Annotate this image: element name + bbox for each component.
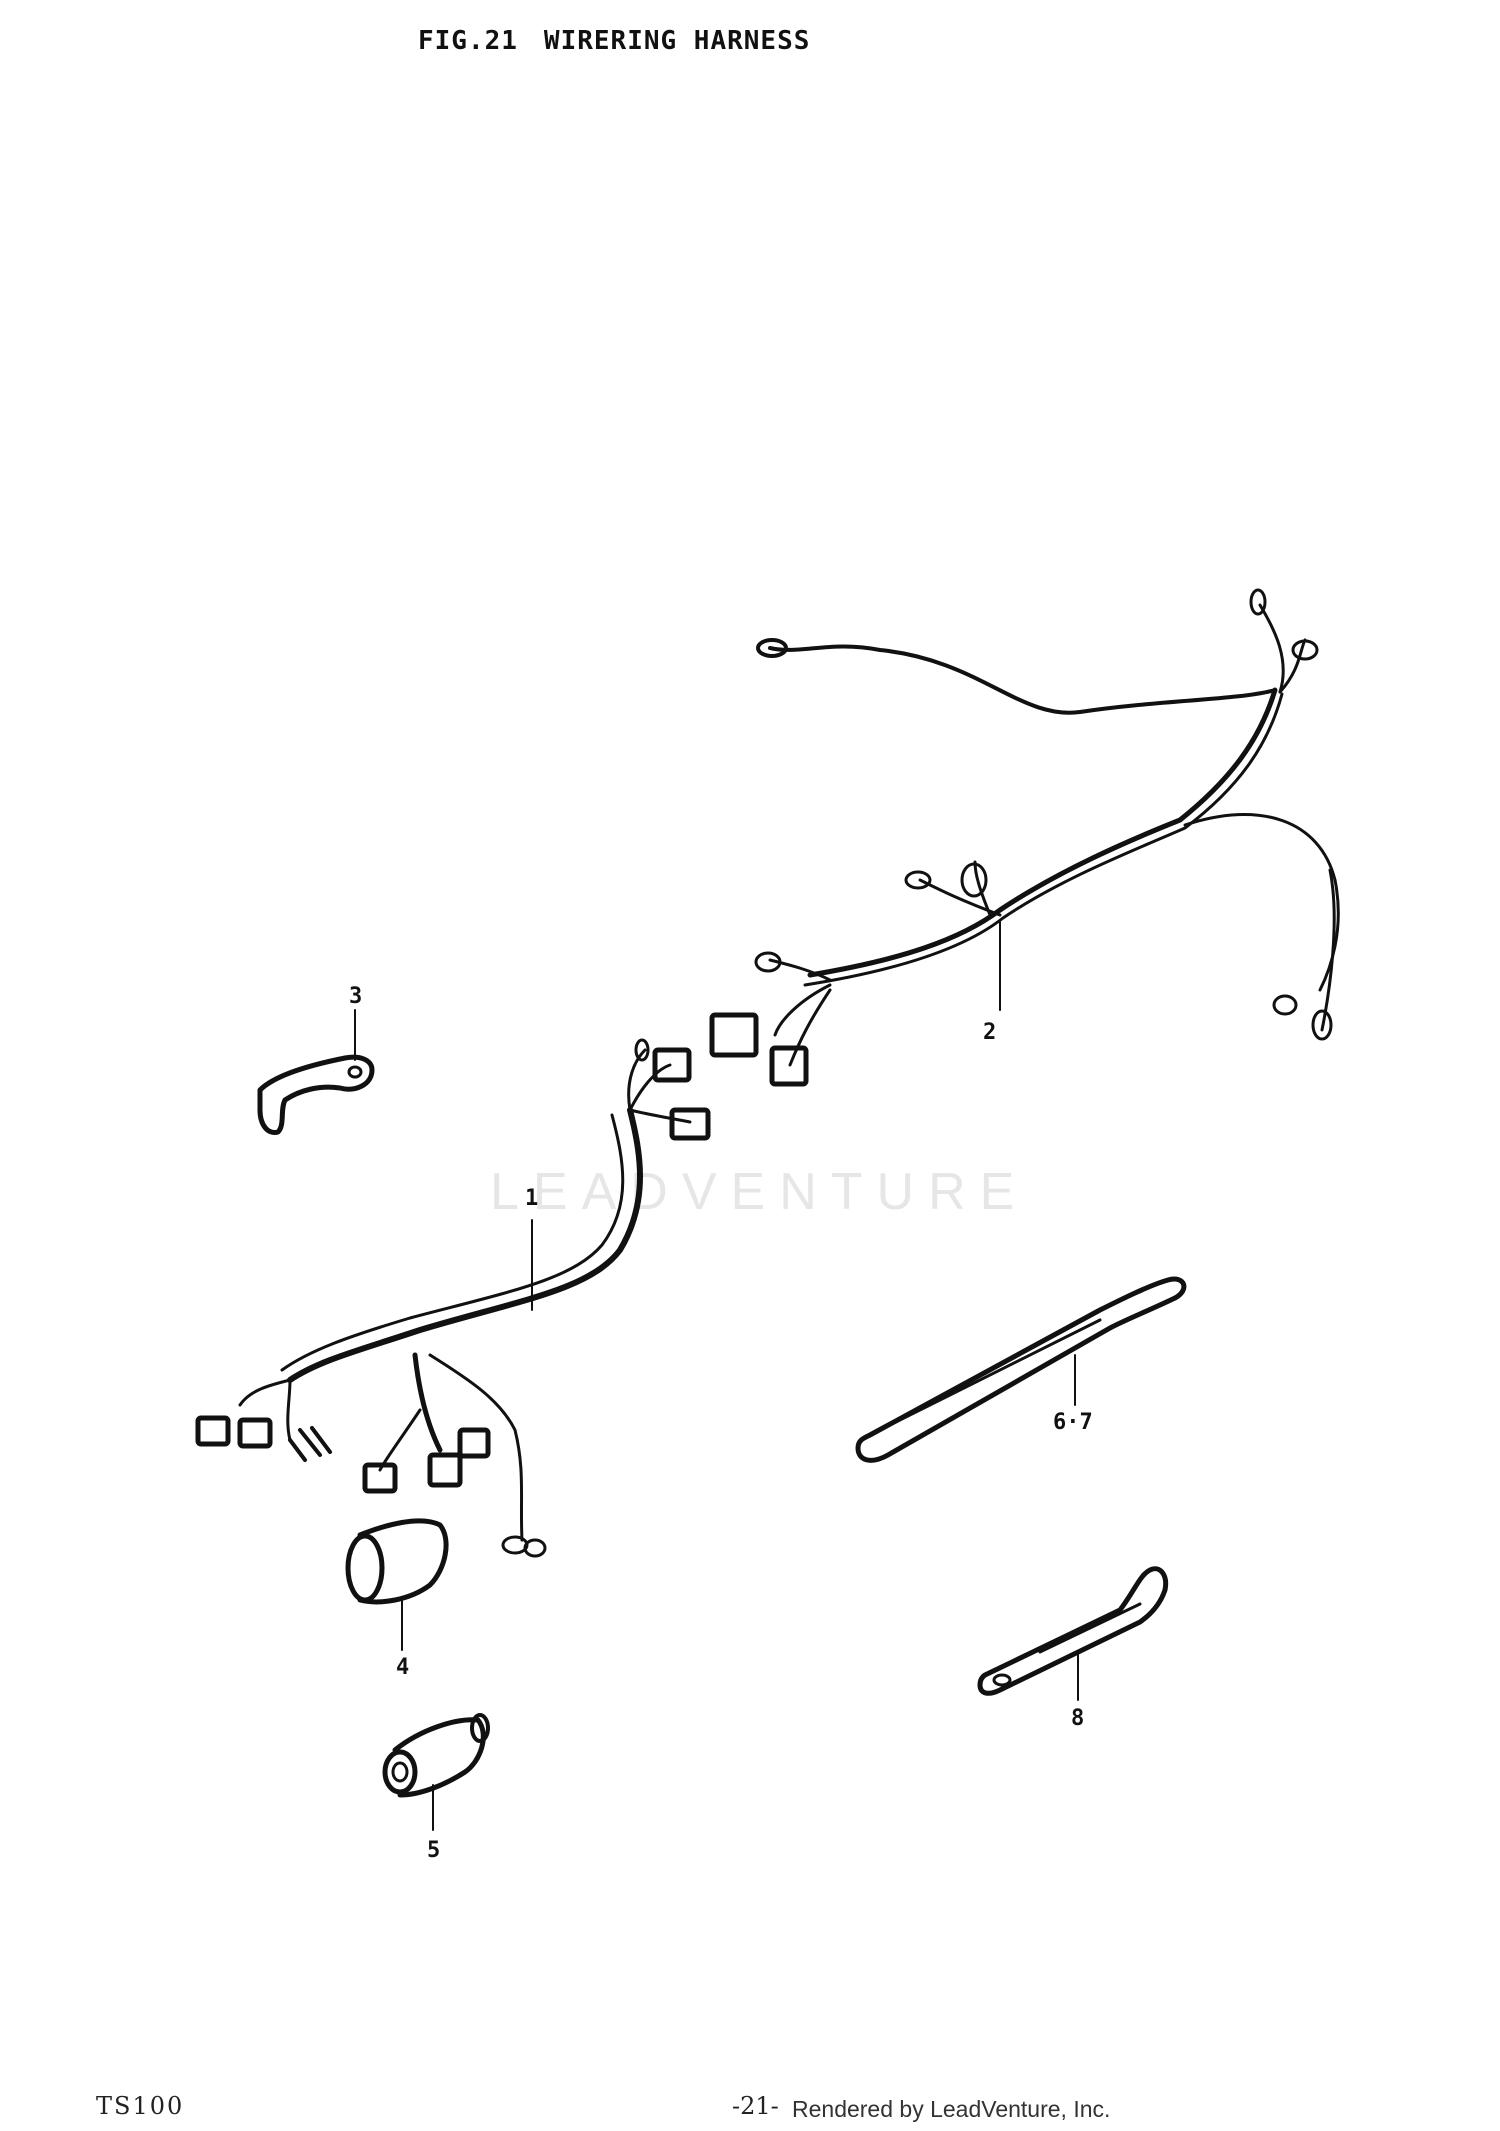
callout-2: 2 [983,1020,997,1045]
wiring-harness-1[interactable] [195,1038,711,1558]
grommet-5[interactable] [382,1713,490,1831]
callout-5: 5 [427,1838,441,1863]
figure-title: FIG.21 WIRERING HARNESS [418,26,836,56]
clip-8[interactable] [977,1566,1169,1701]
page-number: -21- [732,2092,779,2120]
model-number: TS100 [96,2092,185,2120]
callout-3: 3 [349,984,363,1009]
sleeve-4[interactable] [345,1518,449,1651]
callout-8: 8 [1071,1706,1085,1731]
figure-number: FIG.21 [418,26,518,56]
callout-6-7: 6·7 [1053,1410,1093,1435]
callout-4: 4 [396,1655,410,1680]
figure-name: WIRERING HARNESS [543,26,811,56]
watermark-text: LEADVENTURE [490,1163,1029,1221]
rendered-by-credit: Rendered by LeadVenture, Inc. [792,2096,1111,2122]
clamp-band-6-7[interactable] [855,1276,1187,1463]
clamp-3[interactable] [257,1009,375,1136]
wiring-harness-2[interactable] [709,588,1340,1087]
callout-1: 1 [525,1186,539,1211]
